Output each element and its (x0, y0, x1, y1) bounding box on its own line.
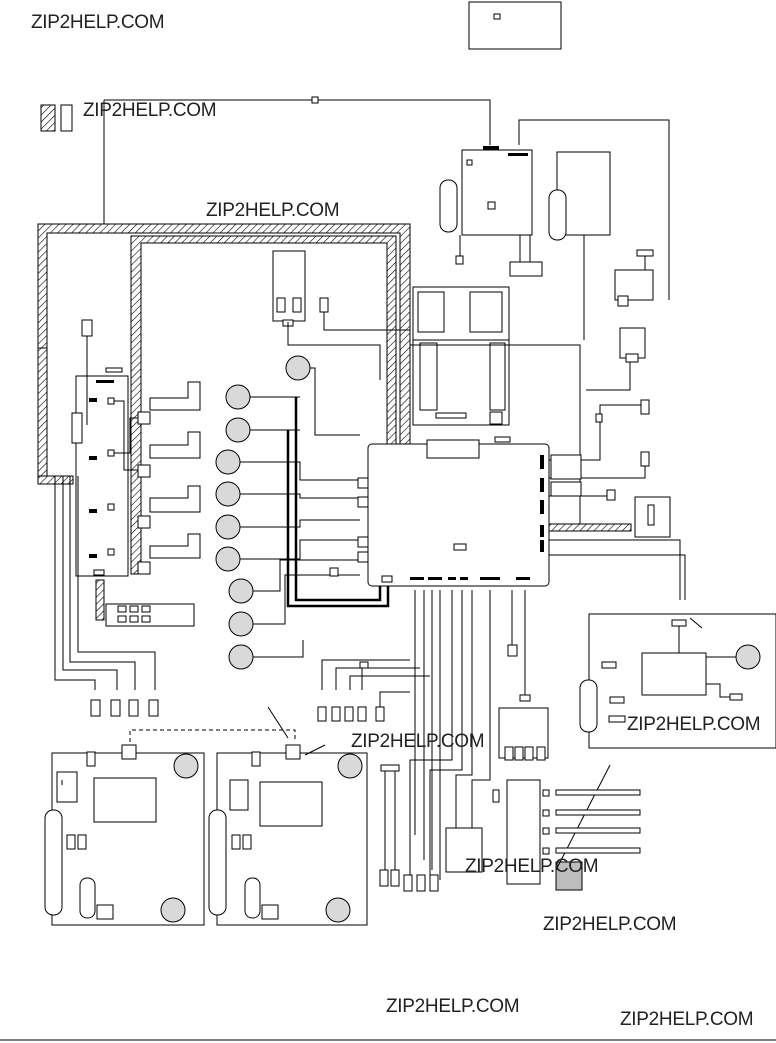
left-board (71, 319, 129, 577)
watermark-4: ZIP2HELP.COM (351, 731, 484, 752)
main-board (329, 436, 550, 587)
top-left-hatched-block (40, 104, 56, 132)
watermark-2: ZIP2HELP.COM (83, 100, 216, 121)
top-connector-box (468, 1, 562, 50)
watermark-3: ZIP2HELP.COM (206, 200, 339, 221)
watermark-1: ZIP2HELP.COM (31, 12, 164, 33)
right-lower-unit (579, 613, 776, 749)
watermark-8: ZIP2HELP.COM (386, 996, 519, 1017)
bottom-unit-left (44, 744, 205, 926)
printer-unit (412, 286, 510, 426)
watermark-7: ZIP2HELP.COM (543, 914, 676, 935)
watermark-9: ZIP2HELP.COM (620, 1009, 753, 1030)
main-frame (37, 223, 411, 621)
bottom-unit-right (208, 744, 368, 926)
watermark-6: ZIP2HELP.COM (465, 856, 598, 877)
upper-right-unit (439, 119, 670, 340)
left-brackets (107, 381, 201, 575)
sensor-circles (215, 384, 390, 670)
watermark-5: ZIP2HELP.COM (627, 714, 760, 735)
